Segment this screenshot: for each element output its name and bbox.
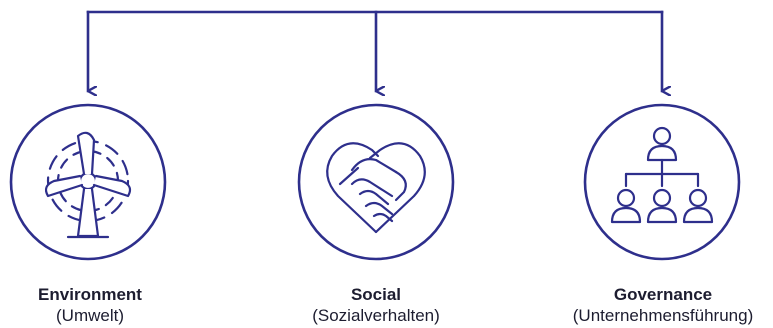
org-chart-icon (610, 126, 714, 224)
social-pillar (297, 103, 455, 261)
handshake-heart-icon (326, 142, 426, 234)
social-circle (297, 103, 455, 261)
governance-pillar (583, 103, 741, 261)
connector-lines (86, 10, 662, 91)
social-subtitle: (Sozialverhalten) (312, 306, 440, 325)
social-title: Social (350, 285, 402, 304)
social-label: Social (Sozialverhalten) (256, 284, 496, 326)
governance-title: Governance (613, 285, 713, 304)
environment-circle (9, 103, 167, 261)
governance-circle (583, 103, 741, 261)
wind-turbine-icon (44, 131, 132, 239)
governance-subtitle: (Unternehmensführung) (572, 306, 754, 325)
environment-subtitle: (Umwelt) (56, 306, 124, 325)
environment-title: Environment (38, 285, 142, 304)
environment-label: Environment (Umwelt) (0, 284, 210, 326)
environment-pillar (9, 103, 167, 261)
governance-label: Governance (Unternehmensführung) (543, 284, 773, 326)
